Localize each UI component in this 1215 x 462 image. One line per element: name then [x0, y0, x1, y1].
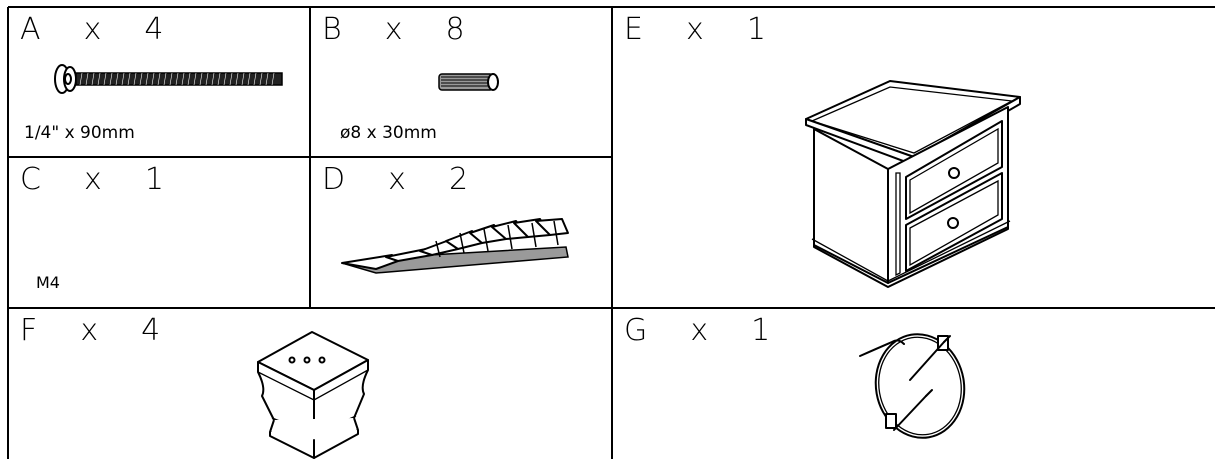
- wood-dowel-icon: [438, 73, 499, 91]
- part-cell-f: F x 4: [8, 308, 612, 459]
- bolt-icon: [54, 64, 283, 94]
- part-cell-d: D x 2: [310, 157, 612, 308]
- part-label-a: A x 4: [20, 12, 172, 47]
- part-cell-g: G x 1: [612, 308, 1215, 459]
- part-spec-b: ø8 x 30mm: [340, 123, 437, 143]
- part-cell-a: A x 4 1/4" x 90mm: [8, 7, 310, 157]
- part-label-b: B x 8: [322, 12, 473, 47]
- part-cell-b: B x 8 ø8 x 30mm: [310, 7, 612, 157]
- nightstand-icon: [805, 80, 1021, 288]
- part-label-e: E x 1: [624, 12, 774, 47]
- part-spec-c: M4: [36, 273, 60, 292]
- part-label-c: C x 1: [20, 162, 172, 197]
- wire-anchor-kit-icon: [859, 333, 966, 439]
- allen-key-icon: [76, 233, 252, 264]
- part-label-d: D x 2: [322, 162, 477, 197]
- part-label-f: F x 4: [20, 313, 169, 348]
- shims-icon: [341, 218, 569, 274]
- part-spec-a: 1/4" x 90mm: [24, 123, 135, 143]
- part-label-g: G x 1: [624, 313, 779, 348]
- part-cell-e: E x 1: [612, 7, 1215, 308]
- part-cell-c: C x 1 M4: [8, 157, 310, 308]
- furniture-leg-icon: [257, 331, 369, 459]
